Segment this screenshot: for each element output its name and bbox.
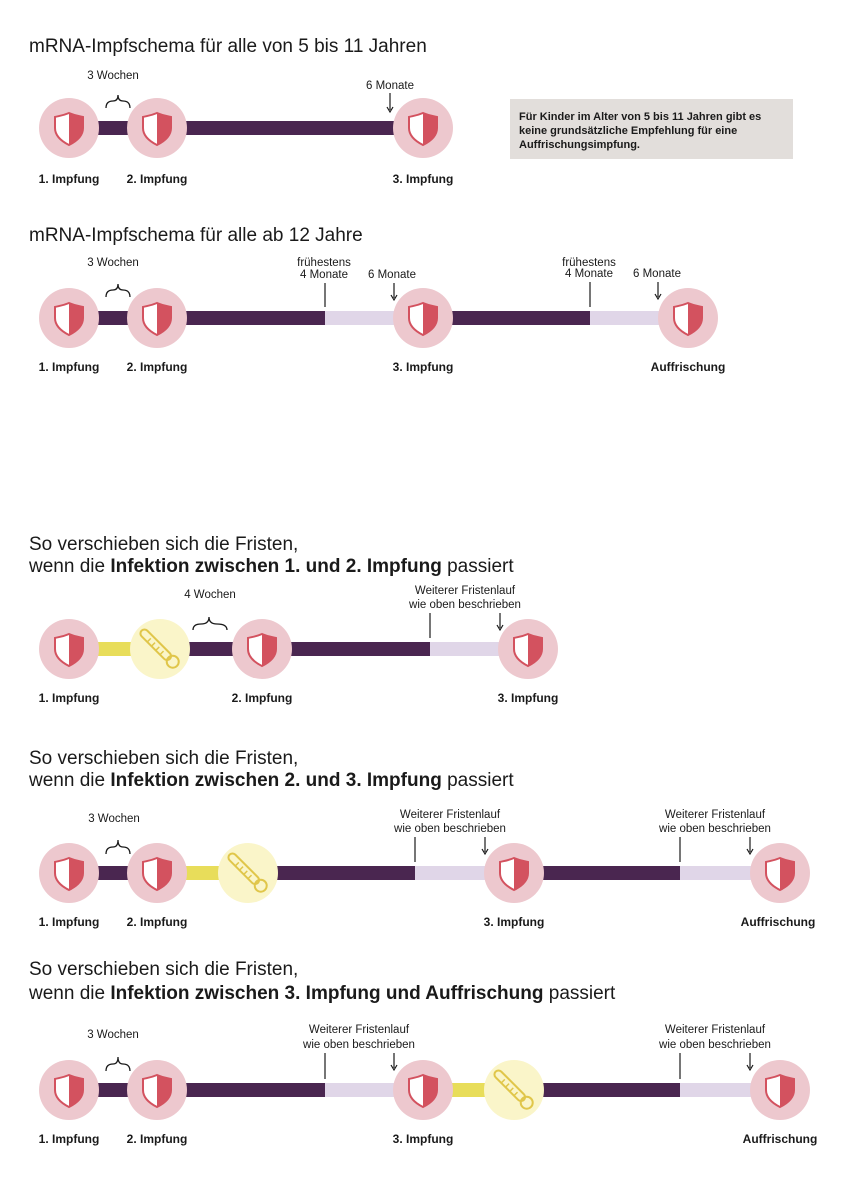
section5-title-line1: So verschieben sich die Fristen, xyxy=(29,959,298,980)
dose-label: Auffrischung xyxy=(743,1132,818,1146)
dose-label: 2. Impfung xyxy=(127,360,188,374)
infection xyxy=(130,619,190,679)
dose-label: 3. Impfung xyxy=(393,172,454,186)
dose-label: 2. Impfung xyxy=(127,915,188,929)
dose-label: 2. Impfung xyxy=(232,691,293,705)
note-text: Auffrischungsimpfung. xyxy=(519,139,640,151)
dose-label: 3. Impfung xyxy=(393,1132,454,1146)
dose-3 xyxy=(393,98,453,158)
dose-2 xyxy=(127,843,187,903)
dose-1 xyxy=(39,98,99,158)
dose-label: 2. Impfung xyxy=(127,172,188,186)
dose-3 xyxy=(393,1060,453,1120)
dose-label: 1. Impfung xyxy=(39,1132,100,1146)
dose-1 xyxy=(39,1060,99,1120)
interval-label: 4 Monate xyxy=(565,268,613,280)
booster xyxy=(658,288,718,348)
dose-label: Auffrischung xyxy=(651,360,726,374)
dose-label: 3. Impfung xyxy=(484,915,545,929)
booster xyxy=(750,843,810,903)
dose-label: 3. Impfung xyxy=(393,360,454,374)
interval-label: frühestens xyxy=(297,257,351,269)
infection xyxy=(484,1060,544,1120)
section3-title-line2: wenn die Infektion zwischen 1. und 2. Im… xyxy=(28,556,514,577)
dose-2 xyxy=(127,98,187,158)
dose-label: 3. Impfung xyxy=(498,691,559,705)
interval-label: wie oben beschrieben xyxy=(658,823,771,835)
dose-label: 1. Impfung xyxy=(39,691,100,705)
dose-label: 1. Impfung xyxy=(39,915,100,929)
dose-label: 2. Impfung xyxy=(127,1132,188,1146)
interval-label: 6 Monate xyxy=(366,80,414,92)
interval-bracket xyxy=(105,94,131,109)
dose-label: Auffrischung xyxy=(741,915,816,929)
section4-title-line2: wenn die Infektion zwischen 2. und 3. Im… xyxy=(28,770,514,791)
interval-label: wie oben beschrieben xyxy=(302,1039,415,1051)
interval-label: Weiterer Fristenlauf xyxy=(400,809,501,821)
interval-label: 6 Monate xyxy=(368,269,416,281)
dose-3 xyxy=(484,843,544,903)
interval-label: 6 Monate xyxy=(633,268,681,280)
section2-title: mRNA-Impfschema für alle ab 12 Jahre xyxy=(29,225,363,246)
interval-label: wie oben beschrieben xyxy=(658,1039,771,1051)
interval-label: wie oben beschrieben xyxy=(393,823,506,835)
interval-label: 3 Wochen xyxy=(88,813,140,825)
section3-title-line1: So verschieben sich die Fristen, xyxy=(29,534,298,555)
interval-label: 4 Monate xyxy=(300,269,348,281)
note-text: Für Kinder im Alter von 5 bis 11 Jahren … xyxy=(519,111,761,123)
interval-label: 3 Wochen xyxy=(87,257,139,269)
interval-label: wie oben beschrieben xyxy=(408,599,521,611)
note-text: keine grundsätzliche Empfehlung für eine xyxy=(519,125,737,137)
interval-label: Weiterer Fristenlauf xyxy=(665,1024,766,1036)
dose-2 xyxy=(232,619,292,679)
infection xyxy=(218,843,278,903)
dose-3 xyxy=(498,619,558,679)
interval-label: 4 Wochen xyxy=(184,589,236,601)
dose-label: 1. Impfung xyxy=(39,172,100,186)
interval-label: Weiterer Fristenlauf xyxy=(665,809,766,821)
section5-title-line2: wenn die Infektion zwischen 3. Impfung u… xyxy=(28,983,616,1004)
section4-title-line1: So verschieben sich die Fristen, xyxy=(29,748,298,769)
note-box xyxy=(510,99,793,159)
interval-label: frühestens xyxy=(562,257,616,269)
interval-label: Weiterer Fristenlauf xyxy=(415,585,516,597)
interval-label: Weiterer Fristenlauf xyxy=(309,1024,410,1036)
booster xyxy=(750,1060,810,1120)
dose-label: 1. Impfung xyxy=(39,360,100,374)
dose-1 xyxy=(39,843,99,903)
dose-3 xyxy=(393,288,453,348)
dose-2 xyxy=(127,288,187,348)
section1-title: mRNA-Impfschema für alle von 5 bis 11 Ja… xyxy=(29,36,427,57)
dose-2 xyxy=(127,1060,187,1120)
interval-label: 3 Wochen xyxy=(87,70,139,82)
interval-label: 3 Wochen xyxy=(87,1029,139,1041)
dose-1 xyxy=(39,288,99,348)
dose-1 xyxy=(39,619,99,679)
